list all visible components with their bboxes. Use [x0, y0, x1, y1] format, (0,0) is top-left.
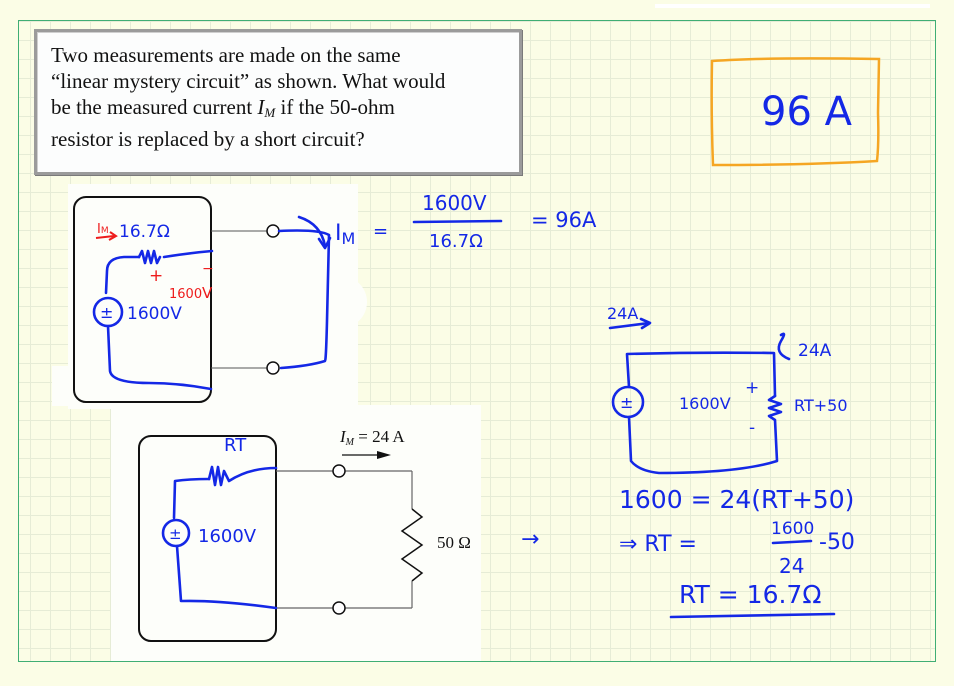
slide-canvas: Two measurements are made on the same “l… — [18, 20, 936, 662]
short-circuit-equation: IM = 1600V 16.7Ω = 96A — [297, 191, 597, 252]
drop-value: 1600 — [169, 287, 202, 302]
equivalent-circuit: 24A ± 1600V + - RT+50 24A — [607, 304, 848, 475]
equiv-top-wire — [625, 351, 777, 398]
resistor-zigzag — [137, 249, 162, 265]
equation-lhs: IM — [335, 221, 355, 248]
question-line-2: “linear mystery circuit” as shown. What … — [51, 69, 446, 93]
answer-border — [710, 57, 881, 167]
derivation-denominator: 24 — [779, 554, 804, 578]
derivation-numerator: 1600 — [771, 519, 814, 539]
derivation-line-2-rhs: -50 — [819, 530, 855, 555]
wire-left-top — [104, 255, 141, 295]
window-top-strip — [655, 4, 930, 8]
question-line-3-text: be the measured current — [51, 95, 258, 119]
derivation-line-2-lhs: ⇒ RT = — [619, 532, 697, 557]
red-arrow-icon — [95, 235, 115, 239]
derivation-result: RT = 16.7Ω — [679, 580, 821, 609]
source-polarity: ± — [100, 303, 113, 322]
current-arrow-icon — [297, 215, 327, 248]
wire-to-box — [162, 249, 214, 259]
question-line-3: be the measured current IM if the 50-ohm — [51, 94, 519, 126]
measured-circuit-diagram: 50 Ω IM = 24 A RT ± 1600V — [138, 427, 471, 642]
derivation-fraction-bar — [771, 539, 813, 545]
terminal-bottom — [266, 361, 280, 375]
current-variable: I — [257, 95, 265, 119]
equation-result: = 96A — [531, 208, 597, 232]
wire-bottom-2 — [175, 544, 278, 610]
mystery-box — [73, 196, 212, 403]
im-label-red: IM — [97, 222, 109, 237]
answer-text: 96 A — [761, 89, 853, 135]
equiv-minus: - — [749, 418, 755, 438]
equiv-resistor-loop — [627, 394, 783, 475]
resistor-value: 16.7Ω — [119, 222, 170, 242]
fraction-bar — [412, 219, 503, 224]
result-underline — [669, 612, 836, 619]
loop-current-label: 24A — [607, 304, 638, 323]
current-subscript: M — [264, 105, 276, 120]
loop-current-arrow-icon — [608, 321, 651, 330]
drop-unit: V — [202, 284, 213, 302]
equiv-resistor-label: RT+50 — [794, 396, 848, 415]
mystery-box-2 — [138, 435, 277, 642]
derivation-line-1: 1600 = 24(RT+50) — [619, 485, 854, 514]
rt-resistor — [207, 465, 278, 487]
branch-current-arrow-icon — [777, 332, 791, 361]
derivation: → 1600 = 24(RT+50) ⇒ RT = 1600 24 -50 RT… — [521, 485, 855, 619]
drop-minus: − — [202, 261, 214, 277]
equiv-source-polarity: ± — [620, 393, 633, 412]
branch-current-label: 24A — [798, 341, 832, 361]
measured-arrowhead-icon — [377, 451, 391, 459]
terminal-bottom-2 — [332, 601, 346, 615]
thevenin-label: RT — [224, 435, 247, 456]
terminal-top-2 — [332, 464, 346, 478]
short-circuit-diagram: ± 1600V IM 16.7Ω + 1600 − V — [73, 196, 331, 403]
question-line-4: resistor is replaced by a short circuit? — [51, 127, 365, 151]
equiv-plus: + — [745, 378, 759, 398]
equiv-source-label: 1600V — [679, 394, 731, 413]
measured-circuit-panel — [111, 405, 481, 661]
source-2-polarity: ± — [169, 525, 182, 543]
equation-equals: = — [373, 221, 388, 242]
current-arrowhead-icon — [317, 236, 332, 250]
source-label: 1600V — [127, 304, 182, 324]
short-wire — [277, 229, 331, 370]
equation-denominator: 16.7Ω — [429, 231, 483, 252]
load-resistor — [400, 508, 424, 582]
load-label: 50 Ω — [437, 533, 471, 552]
loop-arrowhead-icon — [639, 317, 652, 330]
equation-numerator: 1600V — [422, 191, 487, 215]
red-arrowhead-icon — [108, 231, 118, 241]
panel-edge — [52, 366, 72, 406]
drop-plus: + — [149, 266, 163, 286]
answer-box: 96 A — [710, 57, 881, 167]
question-line-1: Two measurements are made on the same — [51, 43, 401, 67]
question-line-3-end: if the 50-ohm — [275, 95, 395, 119]
question-box: Two measurements are made on the same “l… — [34, 29, 522, 175]
source-2-label: 1600V — [198, 526, 257, 547]
wire-rt-left — [172, 477, 211, 520]
wire-bottom — [106, 324, 213, 391]
transition-arrow-icon: → — [521, 527, 539, 552]
measured-current-label: IM = 24 A — [339, 427, 405, 448]
